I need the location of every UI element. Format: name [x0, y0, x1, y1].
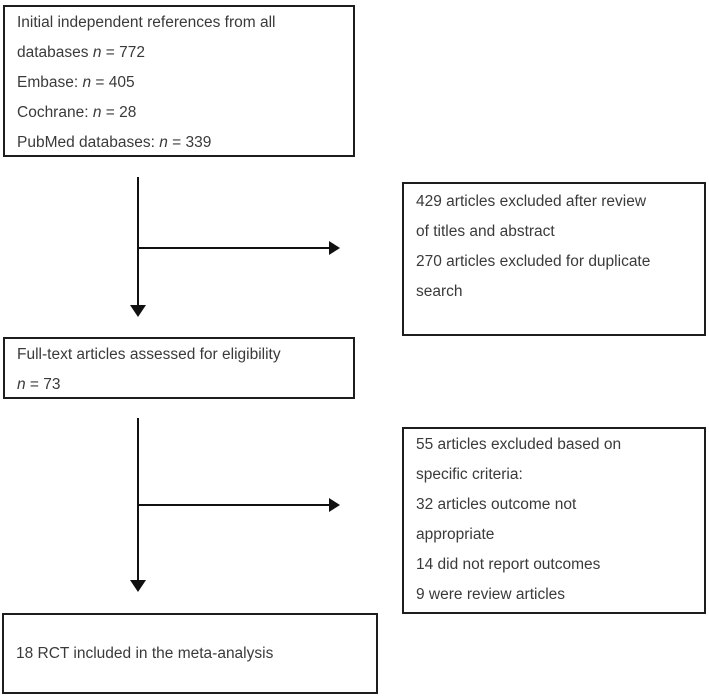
box-text-line: 9 were review articles	[416, 586, 566, 603]
box-text-line: Initial independent references from all	[17, 14, 276, 31]
box-text-line: search	[416, 283, 463, 300]
box-included-rct: 18 RCT included in the meta-analysis	[2, 613, 378, 694]
box-text-line: of titles and abstract	[416, 223, 555, 240]
box-text-line: specific criteria:	[416, 466, 523, 483]
box-excluded-titles-abstract: 429 articles excluded after review of ti…	[402, 182, 706, 336]
arrow-line-branch-to-excluded1	[138, 247, 330, 249]
arrowhead-down-icon	[130, 580, 146, 592]
arrow-line-fulltext-to-included	[137, 418, 139, 581]
box-text-line: 14 did not report outcomes	[416, 556, 601, 573]
box-initial-references: Initial independent references from all …	[3, 5, 355, 157]
box-text-line: Cochrane: n = 28	[17, 104, 137, 121]
box-text-line: 270 articles excluded for duplicate	[416, 253, 651, 270]
box-text-line: appropriate	[416, 526, 495, 543]
box-text-line: 18 RCT included in the meta-analysis	[16, 645, 274, 662]
box-text-line: Embase: n = 405	[17, 74, 135, 91]
arrowhead-down-icon	[130, 305, 146, 317]
box-text-line: 429 articles excluded after review	[416, 193, 647, 210]
box-text-line: 55 articles excluded based on	[416, 436, 622, 453]
box-excluded-specific-criteria: 55 articles excluded based on specific c…	[402, 427, 706, 614]
box-text-line: Full-text articles assessed for eligibil…	[17, 346, 281, 363]
arrow-line-branch-to-excluded2	[138, 504, 330, 506]
box-fulltext-assessed: Full-text articles assessed for eligibil…	[3, 337, 355, 399]
box-text-line: 32 articles outcome not	[416, 496, 577, 513]
arrow-line-initial-to-fulltext	[137, 177, 139, 307]
box-text-line: n = 73	[17, 376, 61, 393]
box-text-line: PubMed databases: n = 339	[17, 134, 212, 151]
arrowhead-right-icon	[329, 498, 340, 512]
box-text-line: databases n = 772	[17, 44, 145, 61]
arrowhead-right-icon	[329, 241, 340, 255]
